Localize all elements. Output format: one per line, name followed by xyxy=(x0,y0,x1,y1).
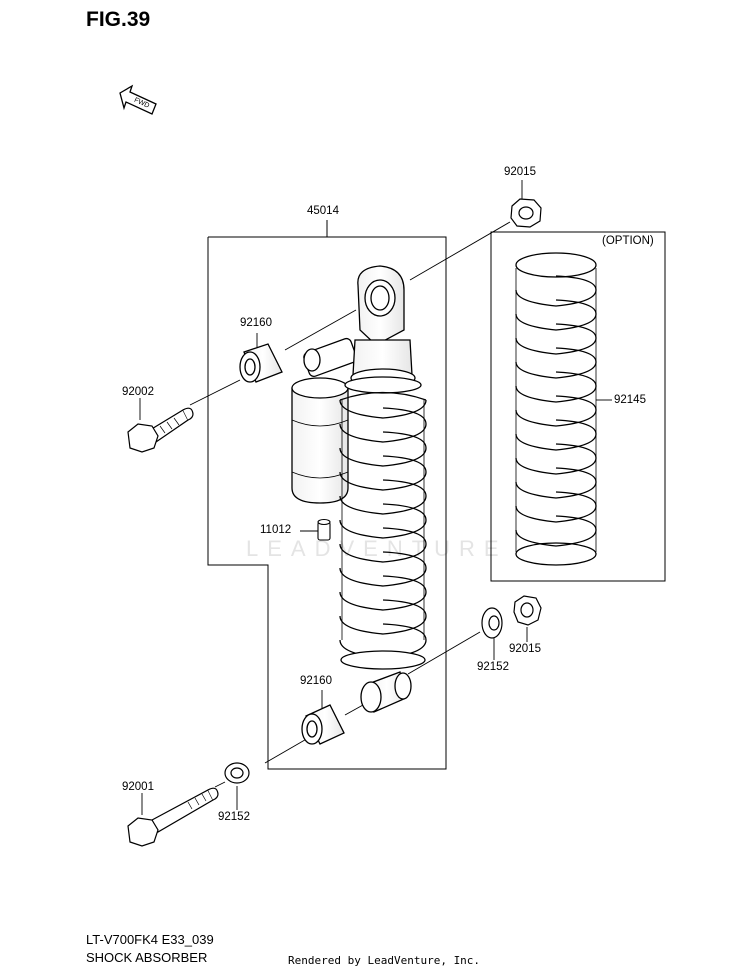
assembly-outline xyxy=(207,220,447,770)
model-code: LT-V700FK4 E33_039 xyxy=(86,932,214,947)
leader-lines xyxy=(139,180,612,815)
label-92015-right: 92015 xyxy=(509,643,541,655)
nut-92015-top xyxy=(510,198,542,228)
label-11012: 11012 xyxy=(260,524,292,536)
shock-absorber-body xyxy=(291,265,422,504)
bolt-92002 xyxy=(127,407,194,453)
label-92001: 92001 xyxy=(122,781,154,793)
label-92002: 92002 xyxy=(122,386,154,398)
label-92015-top: 92015 xyxy=(504,166,536,178)
rendered-by: Rendered by LeadVenture, Inc. xyxy=(288,954,481,967)
bolt-92001 xyxy=(127,787,219,847)
label-45014: 45014 xyxy=(307,205,339,217)
option-label: (OPTION) xyxy=(602,235,654,247)
lower-eye-mount xyxy=(360,671,412,713)
coil-spring xyxy=(339,391,427,670)
label-92152-right: 92152 xyxy=(477,661,509,673)
bushing-92160-top xyxy=(239,343,283,383)
label-92152-bottom: 92152 xyxy=(218,811,250,823)
figure-title: FIG.39 xyxy=(86,8,151,31)
nut-92015-right xyxy=(513,595,542,626)
section-name: SHOCK ABSORBER xyxy=(86,950,208,965)
option-box xyxy=(490,231,666,582)
label-92160-top: 92160 xyxy=(240,317,272,329)
option-spring-92145 xyxy=(515,252,597,566)
watermark: LEADVENTURE xyxy=(246,536,508,561)
bushing-92160-bottom xyxy=(301,704,345,745)
washer-92152-bottom xyxy=(224,762,250,784)
label-92160-bottom: 92160 xyxy=(300,675,332,687)
fwd-arrow-icon: FWD xyxy=(119,84,157,115)
label-92145: 92145 xyxy=(614,394,646,406)
valve-11012 xyxy=(317,518,331,541)
washer-92152-right xyxy=(481,607,503,639)
